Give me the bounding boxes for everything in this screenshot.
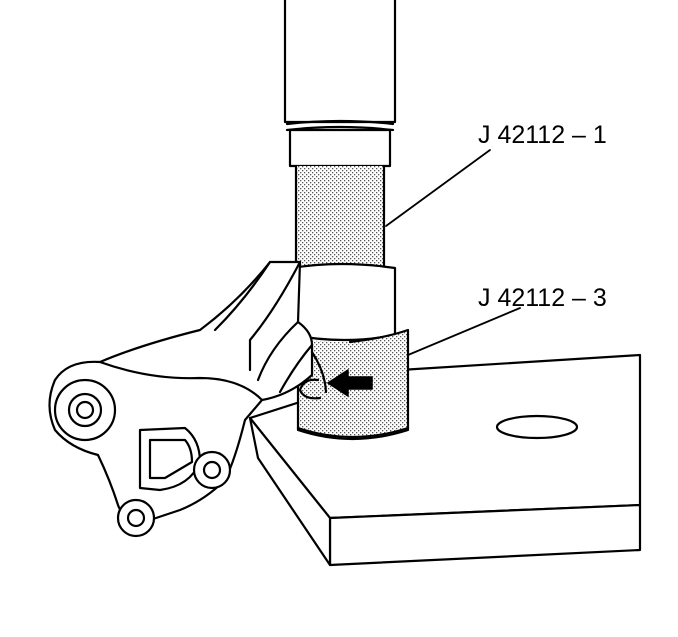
- leader-line-upper: [385, 149, 491, 227]
- label-j42112-3: J 42112 – 3: [478, 284, 607, 312]
- tool-j42112-1: [288, 128, 392, 278]
- plate-hole: [495, 414, 579, 440]
- knuckle-bracket: [48, 260, 328, 538]
- direction-arrow-icon: [327, 369, 373, 397]
- label-j42112-1: J 42112 – 1: [478, 121, 607, 149]
- leader-line-lower: [407, 307, 521, 356]
- press-ram: [283, 0, 397, 132]
